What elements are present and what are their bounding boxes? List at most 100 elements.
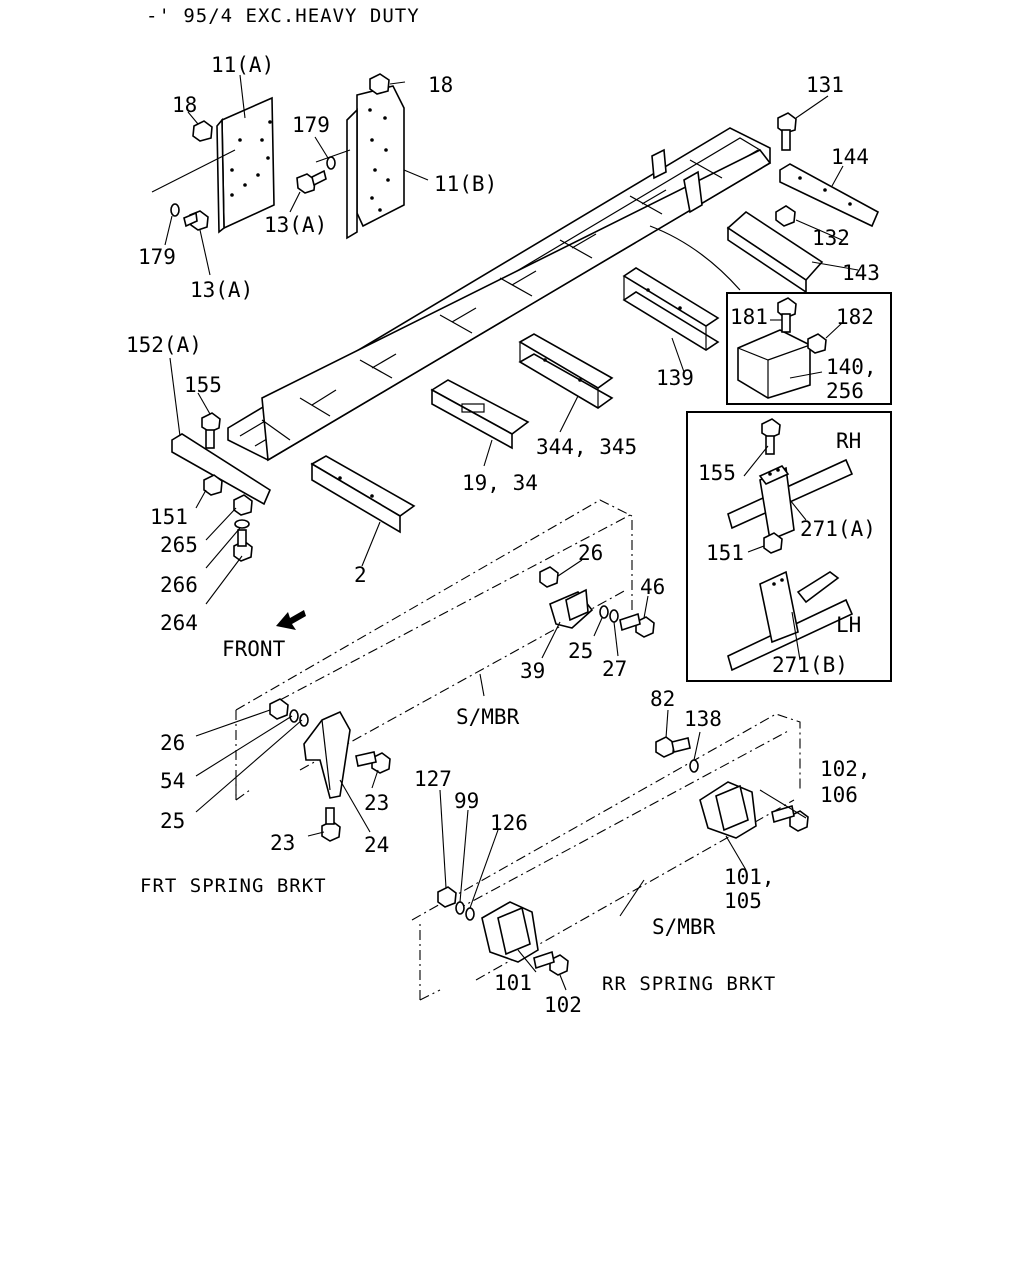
callout-132: 132 bbox=[812, 226, 850, 250]
smbr-label: S/MBR bbox=[652, 915, 716, 939]
callout-271a: 271(A) bbox=[800, 517, 876, 541]
bolt-icon bbox=[233, 529, 253, 562]
bolt-icon bbox=[201, 412, 221, 449]
washer-icon bbox=[289, 709, 309, 727]
callout-18: 18 bbox=[428, 73, 453, 97]
detail-box-271 bbox=[686, 411, 892, 682]
callout-25: 25 bbox=[160, 809, 185, 833]
bolt-icon bbox=[777, 112, 797, 151]
member-143 bbox=[726, 210, 824, 294]
callout-27: 27 bbox=[602, 657, 627, 681]
callout-46: 46 bbox=[640, 575, 665, 599]
plate-11a bbox=[216, 96, 275, 234]
smbr-label: S/MBR bbox=[456, 705, 520, 729]
applicability-note: -' 95/4 EXC.HEAVY DUTY bbox=[146, 5, 420, 27]
rr-spring-brkt-label: RR SPRING BRKT bbox=[602, 973, 776, 995]
callout-265: 265 bbox=[160, 533, 198, 557]
callout-151: 151 bbox=[706, 541, 744, 565]
callout-181: 181 bbox=[730, 305, 768, 329]
callout-99: 99 bbox=[454, 789, 479, 813]
nut-icon bbox=[269, 698, 289, 720]
callout-152a: 152(A) bbox=[126, 333, 202, 357]
callout-101: 101 bbox=[494, 971, 532, 995]
callout-179: 179 bbox=[292, 113, 330, 137]
bracket-139 bbox=[622, 267, 720, 351]
nut-icon bbox=[192, 73, 390, 142]
callout-140: 140, bbox=[826, 355, 877, 379]
bracket-101 bbox=[481, 901, 539, 963]
callout-82: 82 bbox=[650, 687, 675, 711]
callout-39: 39 bbox=[520, 659, 545, 683]
side-member bbox=[411, 713, 801, 1001]
washer-icon bbox=[689, 759, 699, 773]
nut-icon bbox=[763, 532, 783, 554]
callout-131: 131 bbox=[806, 73, 844, 97]
callout-11a: 11(A) bbox=[211, 53, 274, 77]
front-arrow-icon bbox=[276, 610, 306, 630]
callout-138: 138 bbox=[684, 707, 722, 731]
plate-11b bbox=[346, 85, 405, 240]
member-19 bbox=[430, 379, 530, 450]
callout-11b: 11(B) bbox=[434, 172, 497, 196]
nut-icon bbox=[203, 474, 253, 516]
callout-256: 256 bbox=[826, 379, 864, 403]
bolt-icon bbox=[619, 612, 655, 638]
callout-155: 155 bbox=[184, 373, 222, 397]
callout-344: 344, 345 bbox=[536, 435, 637, 459]
callout-18: 18 bbox=[172, 93, 197, 117]
callout-23: 23 bbox=[364, 791, 389, 815]
nut-icon bbox=[775, 205, 796, 227]
bracket-271a bbox=[727, 458, 854, 542]
callout-144: 144 bbox=[831, 145, 869, 169]
callout-2: 2 bbox=[354, 563, 367, 587]
callout-23: 23 bbox=[270, 831, 295, 855]
nut-icon bbox=[807, 333, 827, 354]
callout-24: 24 bbox=[364, 833, 389, 857]
callout-271b: 271(B) bbox=[772, 653, 848, 677]
callout-105: 105 bbox=[724, 889, 762, 913]
callout-54: 54 bbox=[160, 769, 185, 793]
callout-25: 25 bbox=[568, 639, 593, 663]
bolt-icon bbox=[771, 804, 809, 832]
callout-139: 139 bbox=[656, 366, 694, 390]
bracket-2 bbox=[310, 455, 416, 534]
callout-264: 264 bbox=[160, 611, 198, 635]
detail-box-140 bbox=[726, 292, 892, 405]
bolt-icon bbox=[321, 751, 391, 842]
side-rh: RH bbox=[836, 429, 861, 453]
bolt-icon bbox=[655, 736, 691, 758]
callout-143: 143 bbox=[842, 261, 880, 285]
bolt-icon bbox=[183, 169, 327, 231]
bracket-24 bbox=[303, 710, 351, 799]
callout-102: 102, bbox=[820, 757, 871, 781]
callout-179: 179 bbox=[138, 245, 176, 269]
nut-icon bbox=[539, 566, 559, 588]
callout-155: 155 bbox=[698, 461, 736, 485]
callout-266: 266 bbox=[160, 573, 198, 597]
callout-13a: 13(A) bbox=[190, 278, 253, 302]
callout-126: 126 bbox=[490, 811, 528, 835]
callout-19: 19, 34 bbox=[462, 471, 538, 495]
bracket-39 bbox=[549, 588, 594, 629]
bracket-344 bbox=[518, 333, 614, 409]
bracket-140 bbox=[737, 329, 811, 399]
chassis-frame bbox=[227, 127, 772, 462]
bracket-271b bbox=[727, 570, 854, 672]
callout-26: 26 bbox=[578, 541, 603, 565]
bracket-101 bbox=[699, 781, 757, 839]
washer-icon bbox=[234, 519, 250, 529]
bolt-icon bbox=[777, 297, 797, 333]
front-label: FRONT bbox=[222, 637, 286, 661]
frt-spring-brkt-label: FRT SPRING BRKT bbox=[140, 875, 327, 897]
nut-icon bbox=[437, 886, 457, 908]
callout-127: 127 bbox=[414, 767, 452, 791]
callout-106: 106 bbox=[820, 783, 858, 807]
callout-26: 26 bbox=[160, 731, 185, 755]
callout-13a: 13(A) bbox=[264, 213, 327, 237]
washer-icon bbox=[170, 156, 336, 217]
bolt-icon bbox=[533, 950, 569, 976]
callout-102: 102 bbox=[544, 993, 582, 1017]
callout-182: 182 bbox=[836, 305, 874, 329]
callout-151: 151 bbox=[150, 505, 188, 529]
